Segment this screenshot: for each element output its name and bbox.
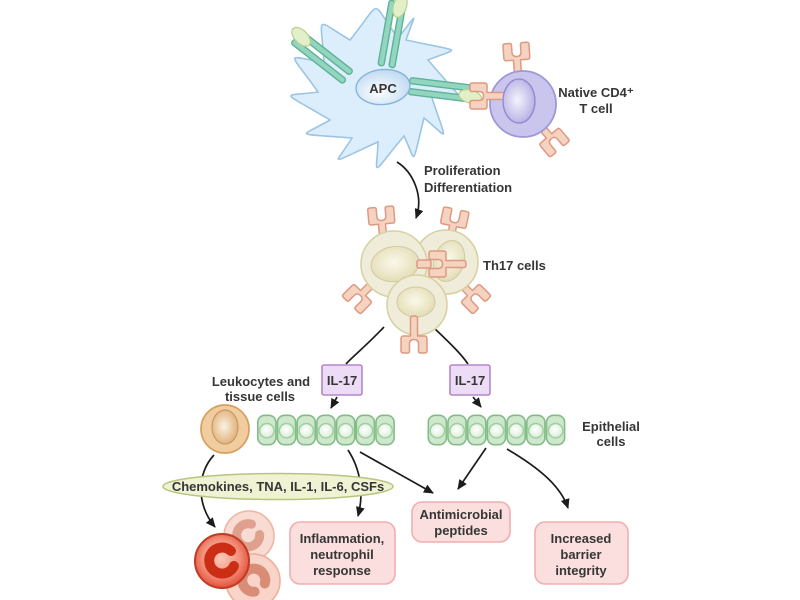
- epithelial-cell: [276, 414, 297, 446]
- leukocyte-cell: [200, 404, 250, 454]
- antimicrobial-box-rect: [411, 501, 511, 543]
- epithelial-cell: [355, 414, 376, 446]
- epithelial-cell: [335, 414, 356, 446]
- barrier-box-rect: [534, 521, 629, 585]
- leukocytes-label-line1: Leukocytes and: [212, 374, 310, 389]
- outcome-box-antimicrobial: Antimicrobial peptides: [411, 501, 511, 543]
- antimicrobial-label-line2: peptides: [434, 523, 487, 538]
- process-label-line2: Differentiation: [424, 180, 512, 195]
- epithelial-cell: [316, 414, 336, 446]
- inflammation-label-line1: Inflammation,: [300, 531, 385, 546]
- epithelial-cell: [427, 414, 448, 446]
- epithelial-cell: [545, 414, 566, 446]
- il17-box-left: IL-17: [321, 364, 363, 396]
- epithelial-cell: [296, 414, 317, 446]
- il17-box-right: IL-17: [449, 364, 491, 396]
- outcome-box-inflammation: Inflammation, neutrophil response: [289, 521, 396, 585]
- leukocytes-label-line2: tissue cells: [225, 389, 295, 404]
- process-label-line1: Proliferation: [424, 163, 501, 178]
- arrow-th17-to-il17-right: [432, 326, 469, 365]
- native-t-cell-label-line1: Native CD4⁺: [558, 85, 634, 100]
- th17-label: Th17 cells: [483, 258, 546, 273]
- inflammation-label-line2: neutrophil: [310, 547, 374, 562]
- barrier-label-line1: Increased: [551, 531, 612, 546]
- epithelial-row-left: [256, 414, 395, 446]
- epithelial-label-line1: Epithelial: [582, 419, 640, 434]
- mediators-label: Chemokines, TNA, IL-1, IL-6, CSFs: [172, 479, 384, 494]
- mediators-oval: Chemokines, TNA, IL-1, IL-6, CSFs: [162, 472, 394, 501]
- epithelial-cell: [486, 414, 507, 446]
- il17-box-left-rect: [321, 364, 363, 396]
- barrier-label-line3: integrity: [555, 563, 607, 578]
- neutrophil-cluster: [194, 510, 281, 600]
- synapse-peg: [416, 259, 432, 269]
- apc-label: APC: [369, 81, 397, 96]
- apc-cell: APC: [283, 0, 485, 169]
- leukocyte-nucleus: [211, 409, 239, 445]
- apc-nucleus: [355, 68, 411, 106]
- arrow-il17-to-epithelial-left: [330, 396, 340, 409]
- barrier-label-line2: barrier: [560, 547, 601, 562]
- neutrophil-front: [194, 533, 250, 589]
- epithelial-cell: [506, 414, 527, 446]
- epithelial-label-line2: cells: [597, 434, 626, 449]
- epithelial-row-right: [427, 414, 566, 446]
- arrow-proliferation: [396, 161, 424, 219]
- epithelial-cell: [466, 414, 487, 446]
- t-cell-nucleus: [502, 78, 536, 124]
- inflammation-label-line3: response: [313, 563, 371, 578]
- arrow-epithelial-to-barrier: [506, 448, 570, 509]
- antimicrobial-label-line1: Antimicrobial: [419, 507, 502, 522]
- inflammation-box-rect: [289, 521, 396, 585]
- native-t-cell: Native CD4⁺ T cell: [469, 41, 634, 159]
- il17-label-right: IL-17: [455, 373, 485, 388]
- arrow-il17-to-epithelial-right: [471, 396, 482, 408]
- epithelial-cell: [525, 414, 546, 446]
- il17-box-right-rect: [449, 364, 491, 396]
- th17-nucleus-bottom: [396, 286, 436, 318]
- arrow-epithelial-to-antimicrobial-right: [457, 447, 487, 490]
- mediators-oval-shape: [162, 472, 394, 501]
- th17-cluster: Th17 cells: [341, 205, 546, 354]
- arrow-th17-to-il17-left: [345, 326, 385, 365]
- epithelial-cell: [256, 414, 277, 446]
- outcome-box-barrier: Increased barrier integrity: [534, 521, 629, 585]
- il17-label-left: IL-17: [327, 373, 357, 388]
- epithelial-cell: [447, 414, 467, 446]
- arrow-epithelial-to-antimicrobial-left: [359, 451, 434, 494]
- epithelial-cell: [375, 414, 395, 446]
- native-t-cell-label-line2: T cell: [579, 101, 612, 116]
